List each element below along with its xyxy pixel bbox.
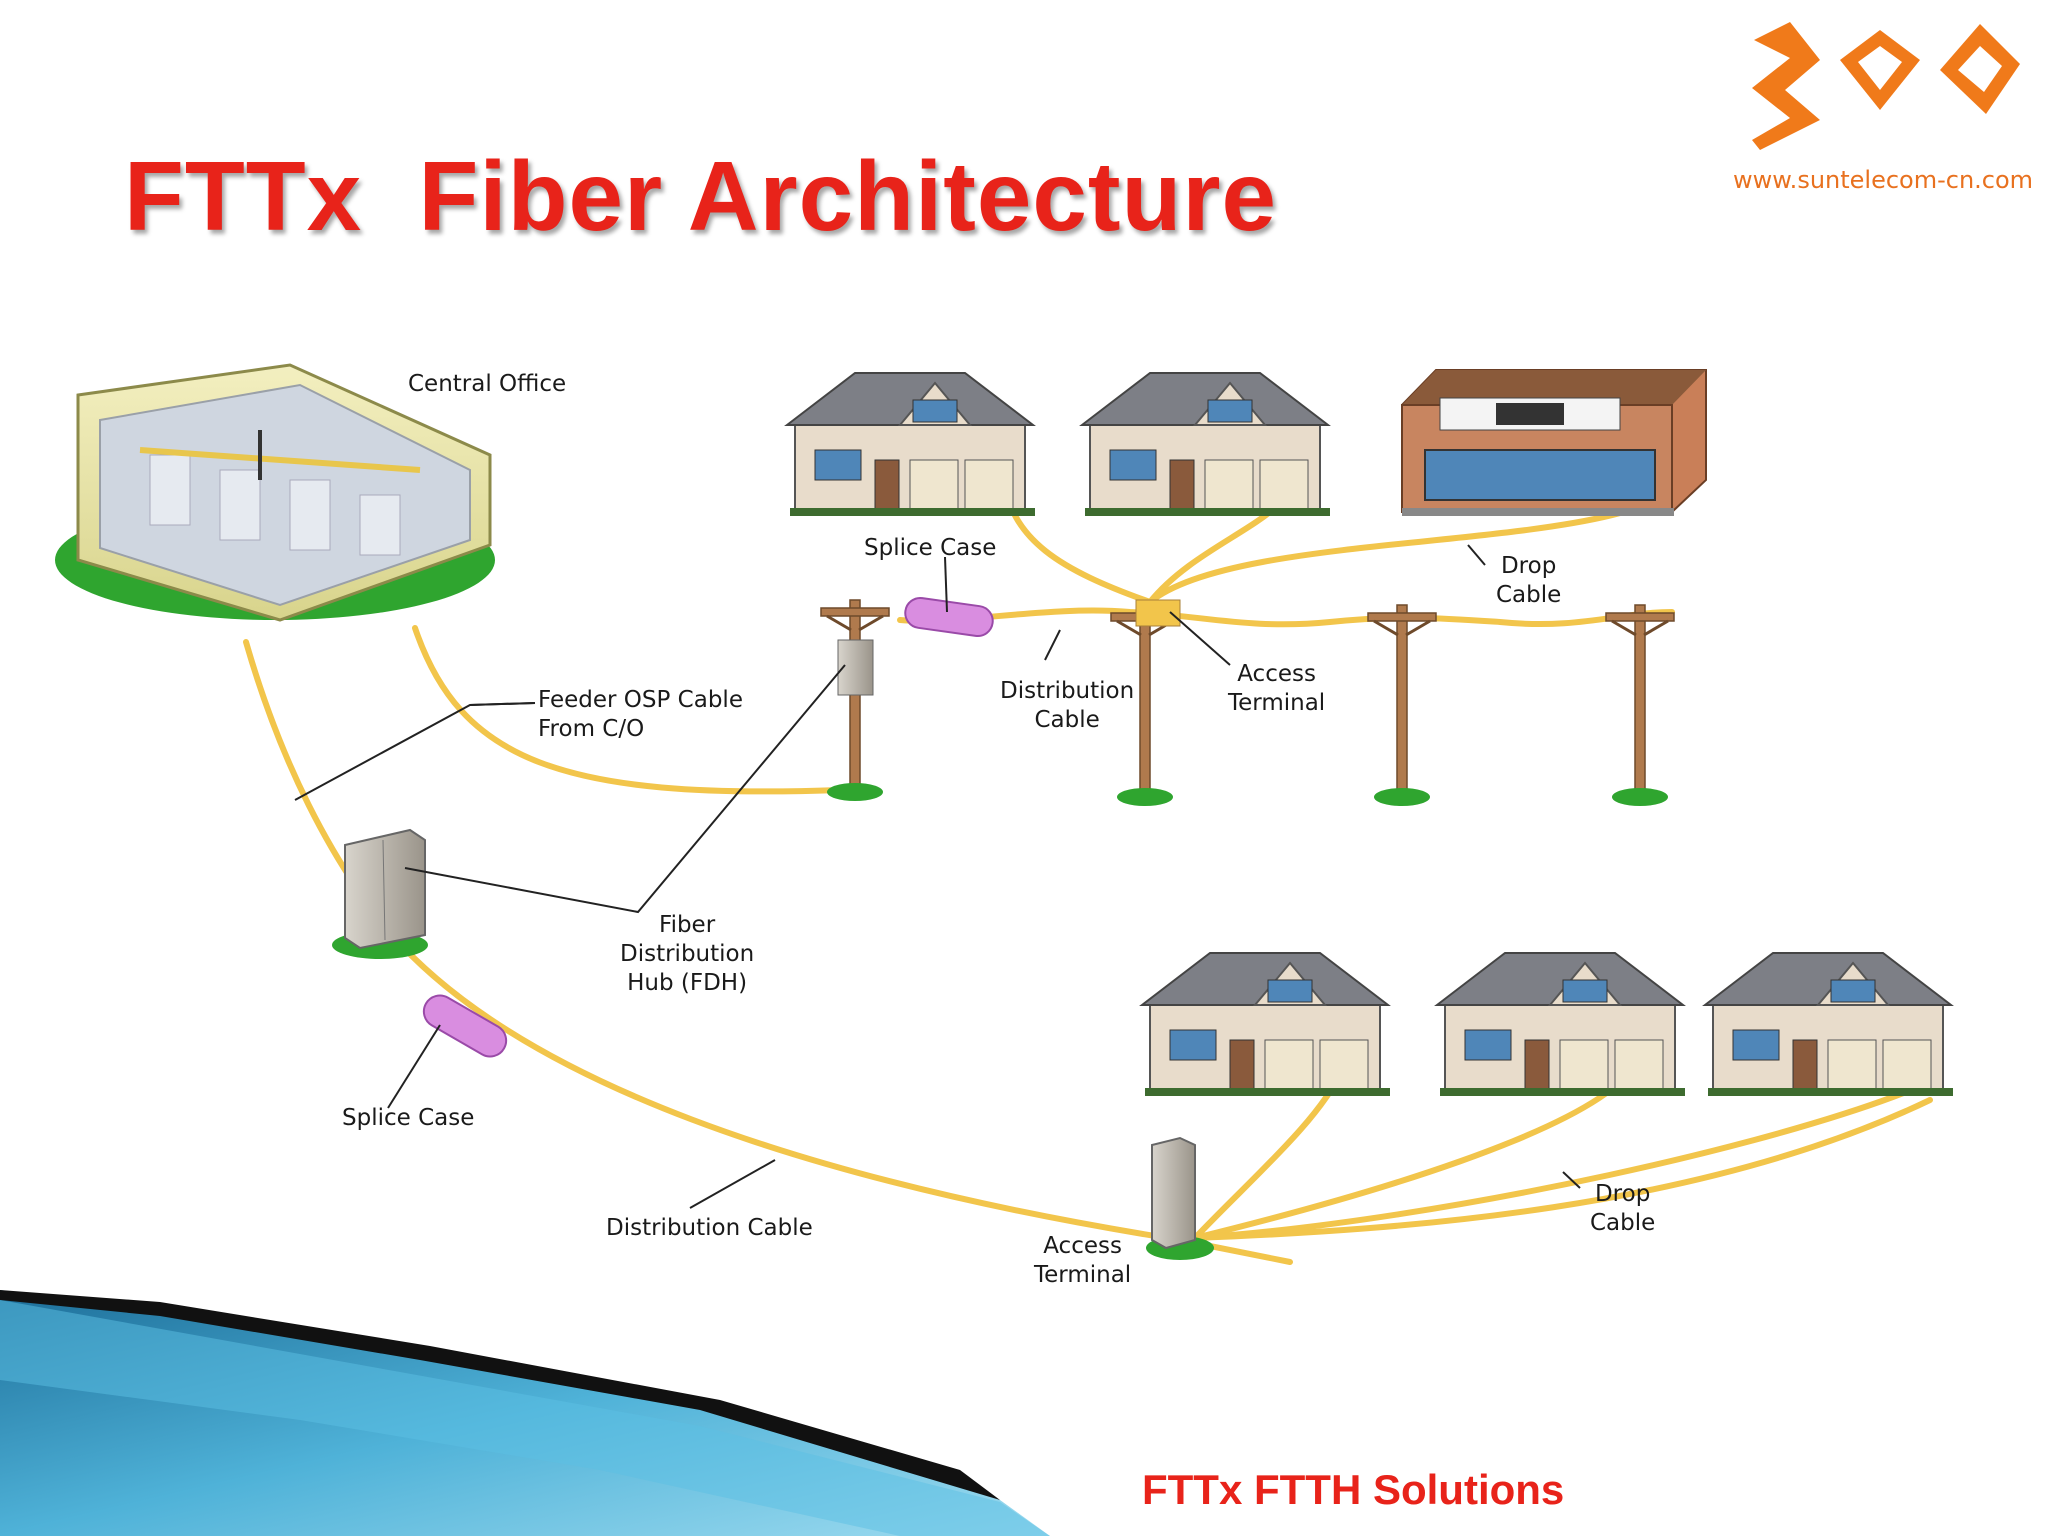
label-fiber-distribution-hub: Fiber Distribution Hub (FDH) — [620, 911, 754, 998]
fiber-cables — [243, 455, 1933, 1265]
house-top-2 — [1081, 372, 1331, 517]
label-fdh-line2: Distribution — [620, 941, 755, 967]
house-bottom-3 — [1704, 952, 1954, 1097]
label-drop-bottom-line2: Cable — [1590, 1210, 1656, 1236]
slide-title: FTTx Fiber Architecture — [124, 141, 1278, 251]
house-top-1 — [786, 372, 1036, 517]
label-distribution-line1: Distribution — [1000, 678, 1135, 704]
distribution-cable-top — [897, 607, 1675, 628]
label-drop-bottom-line1: Drop — [1594, 1181, 1651, 1207]
label-feeder-line1: Feeder OSP Cable — [538, 687, 743, 713]
splice-case-top — [904, 596, 994, 638]
label-drop-line2: Cable — [1496, 582, 1562, 608]
label-access-line2: Terminal — [1228, 690, 1326, 716]
drop-cable-bottom-3 — [1192, 1079, 1933, 1241]
label-central-office: Central Office — [408, 371, 567, 397]
house-bottom-2 — [1436, 952, 1686, 1097]
feeder-cable-to-pole — [412, 625, 843, 795]
leader-lines — [294, 544, 1581, 1209]
house-bottom-1 — [1141, 952, 1391, 1097]
slide-wave-decoration — [0, 1290, 1050, 1536]
footer-text: FTTx FTTH Solutions — [1142, 1466, 1565, 1513]
label-access-terminal-top: Access Terminal — [1228, 660, 1325, 718]
label-splice-case-bottom: Splice Case — [342, 1105, 475, 1131]
label-access-bottom-line1: Access — [1043, 1233, 1122, 1259]
label-feeder-osp-cable: Feeder OSP Cable From C/O — [538, 686, 743, 744]
label-distribution-cable-top: Distribution Cable — [1000, 677, 1134, 735]
pole-mounted-fdh — [837, 639, 874, 696]
label-fdh-line3: Hub (FDH) — [627, 970, 748, 996]
access-terminal-pedestal — [1146, 1136, 1214, 1260]
company-logo — [1752, 22, 2020, 150]
label-drop-cable-bottom: Drop Cable — [1590, 1180, 1655, 1238]
label-drop-line1: Drop — [1500, 553, 1557, 579]
distribution-cable-bottom — [389, 932, 1293, 1265]
drop-cable-bottom-4 — [1192, 1097, 1933, 1241]
label-access-terminal-bottom: Access Terminal — [1034, 1232, 1131, 1290]
label-access-bottom-line2: Terminal — [1034, 1262, 1132, 1288]
label-splice-case-top: Splice Case — [864, 535, 997, 561]
label-drop-cable-top: Drop Cable — [1496, 552, 1561, 610]
label-fdh-line1: Fiber — [659, 912, 716, 938]
utility-pole-3 — [1366, 603, 1438, 808]
utility-pole-1 — [819, 598, 891, 803]
central-office-building — [55, 363, 495, 622]
label-access-line1: Access — [1237, 661, 1316, 687]
label-distribution-cable-bottom: Distribution Cable — [606, 1215, 813, 1241]
splice-case-bottom — [422, 994, 508, 1058]
logo-url: www.suntelecom-cn.com — [1733, 166, 2034, 194]
access-terminal-top — [1135, 599, 1181, 627]
utility-pole-4 — [1604, 603, 1676, 808]
label-feeder-line2: From C/O — [538, 716, 645, 742]
store-building — [1401, 369, 1707, 516]
fiber-distribution-hub-cabinet — [332, 828, 428, 959]
label-distribution-line2: Cable — [1034, 707, 1100, 733]
